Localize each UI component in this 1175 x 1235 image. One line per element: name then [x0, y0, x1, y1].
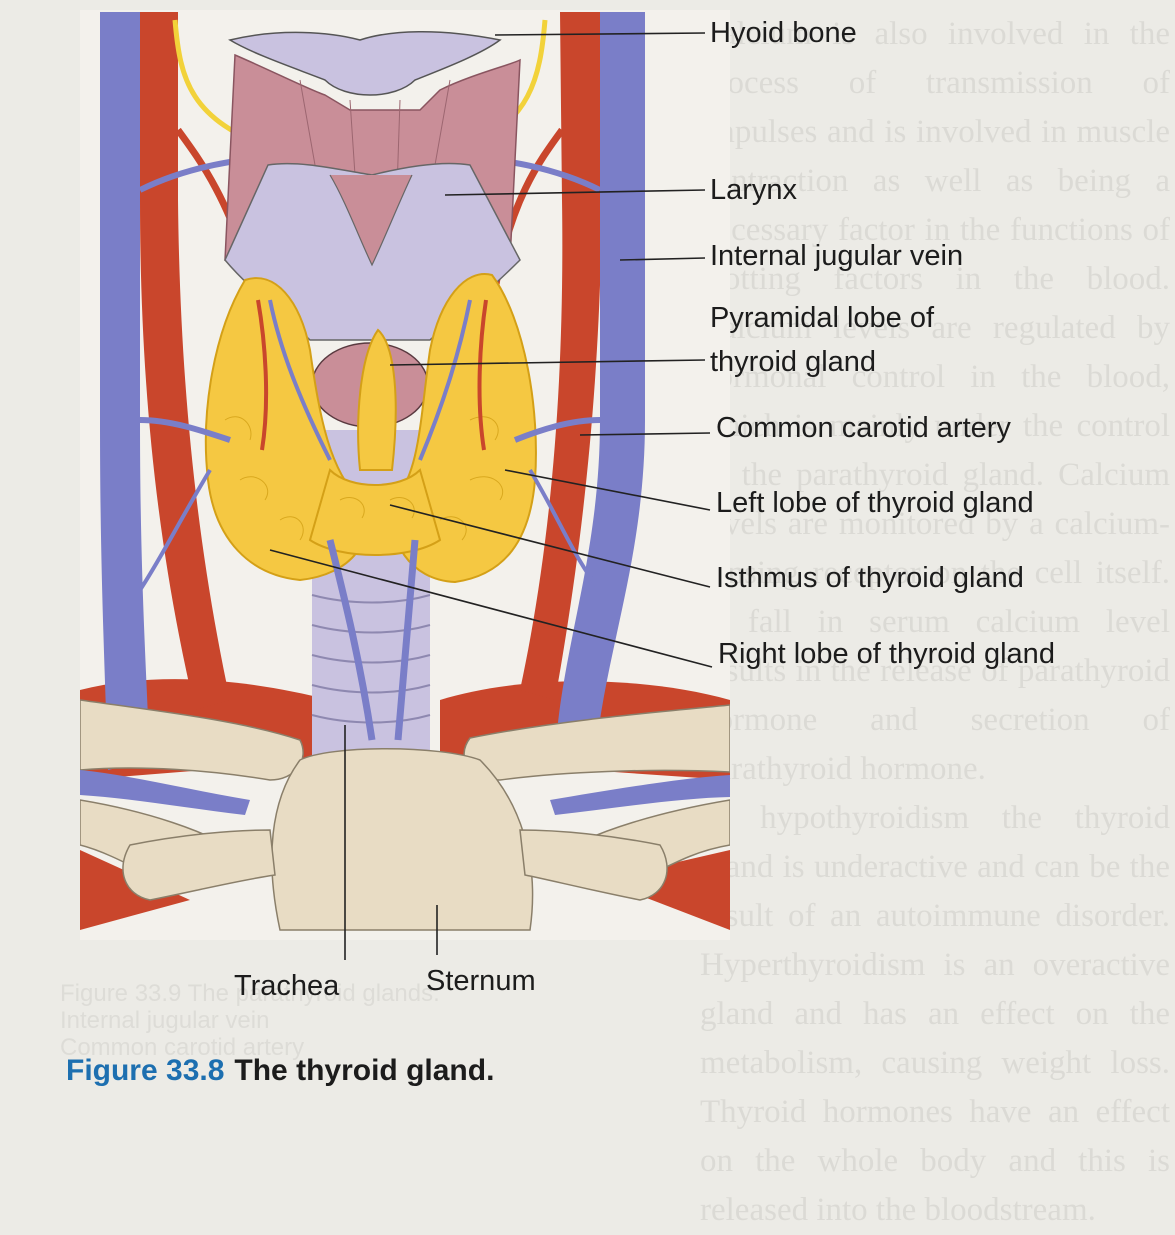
label-larynx: Larynx [710, 174, 797, 206]
label-right-lobe: Right lobe of thyroid gland [718, 638, 1055, 670]
sternum-manubrium [272, 749, 533, 930]
illustration-artwork [80, 10, 730, 940]
label-trachea: Trachea [234, 970, 339, 1003]
label-sternum: Sternum [426, 965, 536, 998]
figure-title: The thyroid gland. [234, 1054, 494, 1087]
figure-page: Calcium is also involved in the process … [0, 0, 1175, 1140]
label-isthmus: Isthmus of thyroid gland [716, 562, 1024, 594]
label-left-lobe: Left lobe of thyroid gland [716, 487, 1034, 519]
figure-number: Figure 33.8 [66, 1054, 224, 1087]
label-internal-jugular-vein: Internal jugular vein [710, 240, 963, 272]
label-pyramidal-lobe: Pyramidal lobe of thyroid gland [710, 296, 1000, 384]
label-common-carotid-artery: Common carotid artery [716, 412, 1011, 444]
label-hyoid-bone: Hyoid bone [710, 17, 857, 49]
figure-caption: Figure 33.8 The thyroid gland. [66, 1054, 494, 1088]
